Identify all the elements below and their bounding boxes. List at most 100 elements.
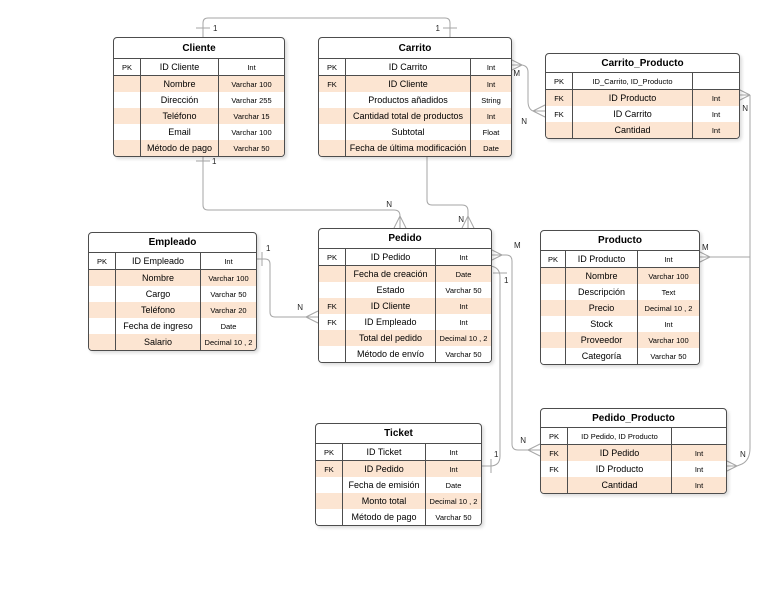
relationship-line: [697, 250, 711, 258]
cell-attribute: ID Empleado: [116, 253, 201, 269]
relationship-line: [532, 104, 546, 112]
relationship-carrito-pedido[interactable]: N: [426, 153, 475, 229]
cell-key: [316, 493, 343, 509]
cell-key: [89, 334, 116, 350]
cell-key: PK: [541, 251, 566, 267]
table-title: Carrito: [319, 38, 511, 59]
cardinality-label: 1: [266, 244, 271, 253]
cell-datatype: Varchar 50: [445, 349, 482, 359]
relationship-line: [461, 215, 469, 229]
cell-attribute: ID Cliente: [346, 298, 436, 314]
relationship-empleado-pedido[interactable]: 1N: [255, 244, 319, 324]
cardinality-label: M: [513, 69, 520, 78]
cell-key: [319, 346, 346, 362]
cell-datatype: Int: [694, 448, 704, 458]
cell-key: FK: [546, 90, 573, 106]
cell-key: [114, 76, 141, 92]
cell-attribute: Proveedor: [566, 332, 638, 348]
relationship-line: [426, 153, 469, 216]
table-title: Ticket: [316, 424, 481, 444]
cell-datatype: Decimal 10 , 2: [429, 496, 478, 506]
relationship-line: [509, 64, 523, 72]
cell-datatype: [693, 73, 739, 89]
cell-attribute: Teléfono: [141, 108, 219, 124]
cell-key: [541, 300, 566, 316]
cell-attribute: ID Carrito: [573, 106, 693, 122]
relationship-line: [527, 443, 541, 451]
cardinality-label: 1: [436, 24, 441, 33]
cell-datatype: Date: [455, 269, 472, 279]
cardinality-label: N: [740, 450, 746, 459]
cell-datatype: Int: [224, 256, 233, 266]
cell-key: [319, 140, 346, 156]
relationship-line: [489, 248, 503, 256]
table-row: Cantidad Int: [541, 477, 726, 493]
cell-attribute: Cantidad: [568, 477, 672, 493]
relationship-line: [481, 265, 501, 467]
cell-datatype: Int: [459, 252, 468, 262]
cardinality-label: N: [520, 436, 526, 445]
cell-attribute: ID Pedido: [343, 461, 426, 477]
cell-key: [89, 318, 116, 334]
cell-datatype: Varchar 255: [231, 95, 272, 105]
cell-attribute: ID Pedido: [346, 249, 436, 265]
relationship-line: [305, 310, 319, 318]
cell-attribute: Teléfono: [116, 302, 201, 318]
cell-datatype: Int: [486, 79, 496, 89]
cardinality-label: N: [521, 117, 527, 126]
cell-datatype: Int: [711, 125, 721, 135]
cell-attribute: Total del pedido: [346, 330, 436, 346]
cell-key: [319, 330, 346, 346]
cardinality-label: N: [742, 104, 748, 113]
table-title: Pedido: [319, 229, 491, 249]
cell-key: [319, 124, 346, 140]
cell-key: [319, 282, 346, 298]
relationship-line: [737, 94, 751, 102]
cell-attribute: Fecha de emisión: [343, 477, 426, 493]
cell-key: [546, 122, 573, 138]
cardinality-label: N: [386, 200, 392, 209]
relationship-line: [489, 254, 503, 262]
cell-datatype: Int: [449, 464, 458, 474]
cell-attribute: Método de pago: [141, 140, 219, 156]
cardinality-label: N: [297, 303, 303, 312]
cell-key: [89, 270, 116, 286]
relationship-pedido-pedido_producto[interactable]: MN: [489, 241, 541, 457]
relationship-producto-junctions[interactable]: NMN: [697, 88, 751, 473]
cell-datatype: Int: [694, 480, 704, 490]
relationship-pedido-ticket[interactable]: 11: [481, 265, 509, 473]
relationship-cliente-pedido[interactable]: 1N: [196, 153, 407, 229]
relationship-carrito-carrito_producto[interactable]: MN: [509, 58, 546, 126]
cell-datatype: Varchar 100: [231, 79, 272, 89]
cell-datatype: Int: [711, 109, 721, 119]
cell-attribute: Productos añadidos: [346, 92, 471, 108]
cell-key: FK: [316, 461, 343, 477]
